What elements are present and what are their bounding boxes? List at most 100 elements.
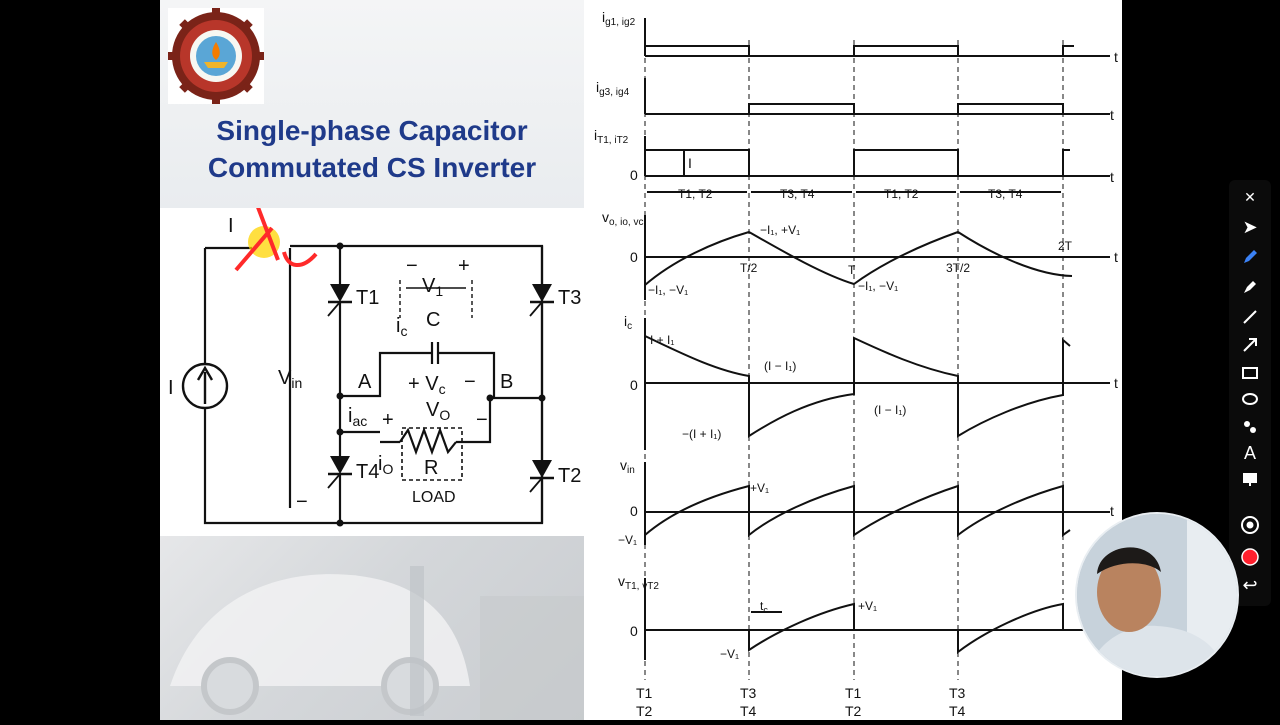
ic-label: ic [396,315,407,339]
presenter-video-icon [1077,514,1237,676]
t-axis-label-3: t [1110,169,1114,185]
i-minus-i1-label-b: (I − I₁) [874,403,906,417]
plus-label: + [382,409,394,431]
trough-label-b: −I₁, −V₁ [858,279,898,293]
rectangle-icon[interactable] [1229,360,1271,386]
circuit-svg: I I Vin − T1 T3 T4 T2 − + V1 ic C + Vc −… [168,201,581,527]
whiteboard-icon[interactable] [1229,466,1271,492]
io-label: iO [378,453,393,477]
vo-label: vo, io, vc [602,209,643,228]
waveform-panel: ig1, ig2 t ig3, ig4 t iT1, iT2 I 0 t T1,… [584,0,1122,720]
peak-label: −I₁, +V₁ [760,223,800,237]
segment-t1t2-b: T1, T2 [884,187,919,201]
bottom-label-6: T2 [845,703,862,719]
i-minus-i1-label-a: (I − I₁) [764,359,796,373]
vin-label: vin [620,457,635,476]
ig34-label: ig3, ig4 [596,79,630,98]
bottom-label-7: T3 [949,685,966,701]
node-b-label: B [500,371,513,393]
annotation-toolbar: ✕ ➤ A ↩ [1229,180,1271,606]
select-arrow-icon[interactable]: ➤ [1242,216,1258,237]
zero-label-1: 0 [630,167,638,183]
it12-label: iT1, iT2 [594,127,629,146]
plus-v1-label: +V₁ [750,481,769,495]
bottom-label-1: T1 [636,685,653,701]
bottom-label-8: T4 [949,703,966,719]
zero-label-5: 0 [630,623,638,639]
plus-v1-label-b: +V₁ [858,599,877,613]
circuit-diagram: I I Vin − T1 T3 T4 T2 − + V1 ic C + Vc −… [160,201,584,536]
close-icon[interactable]: ✕ [1244,188,1256,205]
t-3half-label: 3T/2 [946,261,970,275]
ic-label: ic [624,313,632,332]
vin-label: Vin [278,367,302,391]
t-2-label: 2T [1058,239,1073,253]
bottom-label-4: T4 [740,703,757,719]
t-axis-label-1: t [1114,49,1118,65]
t-axis-label-2: t [1110,107,1114,123]
vc-minus-label: − [464,371,476,393]
red-cross-annotation [234,201,280,272]
tc-label: tc [760,599,768,615]
minus-label: − [296,491,308,513]
webcam-overlay [1075,512,1239,678]
record-icon[interactable] [1229,512,1271,538]
t-axis-label-5: t [1114,375,1118,391]
bottom-label-2: T2 [636,703,653,719]
slide-title-line2: Commutated CS Inverter [207,152,537,183]
segment-t1t2-a: T1, T2 [678,187,713,201]
i-label: I [688,155,692,171]
slide-panel: Single-phase Capacitor Commutated CS Inv… [160,0,584,720]
t4-label: T4 [356,461,379,483]
arrow-icon[interactable] [1229,332,1271,358]
line-icon[interactable] [1229,304,1271,330]
segment-t3t4-a: T3, T4 [780,187,815,201]
t-axis-label-6: t [1110,503,1114,519]
vo-label: VO [426,399,450,423]
vc-label: + Vc [408,373,446,397]
ellipse-icon[interactable] [1229,386,1271,412]
highlighter-icon[interactable] [1229,274,1271,300]
zero-label-4: 0 [630,503,638,519]
ig12-label: ig1, ig2 [602,9,636,28]
t-half-label: T/2 [740,261,758,275]
node-a-label: A [358,371,372,393]
v1-label: V1 [422,275,443,299]
highlighter-mark [248,226,280,258]
t1-label: T1 [356,287,379,309]
neg-i-plus-i1-label: −(I + I₁) [682,427,721,441]
source-current-label: I [228,215,234,237]
v1-plus-label: + [458,255,470,277]
trough-label-a: −I₁, −V₁ [648,283,688,297]
slide-title-line1: Single-phase Capacitor [216,115,528,146]
resistor-label: R [424,457,438,479]
minus-v1-label: −V₁ [618,533,637,547]
t-full-label: T [848,263,856,277]
bottom-label-5: T1 [845,685,862,701]
text-icon[interactable]: A [1243,442,1256,463]
t2-label: T2 [558,465,581,487]
red-dot-icon[interactable] [1229,544,1271,570]
capacitor-label: C [426,309,440,331]
vt-label: vT1, vT2 [618,573,659,592]
bottom-label-3: T3 [740,685,757,701]
university-seal-icon [168,8,264,104]
pen-icon[interactable] [1229,244,1271,270]
faded-car-illustration [170,566,584,720]
minus-v1-label-b: −V₁ [720,647,739,661]
source-label: I [168,377,174,399]
slide-background-bottom [160,536,584,720]
stamp-icon[interactable] [1229,414,1271,440]
zero-label-3: 0 [630,377,638,393]
minus2-label: − [476,409,488,431]
t-axis-label-4: t [1114,249,1118,265]
load-label: LOAD [412,489,456,506]
slide-title: Single-phase Capacitor Commutated CS Inv… [170,112,574,186]
red-arc-annotation [282,251,318,267]
university-logo [168,8,264,104]
t3-label: T3 [558,287,581,309]
segment-t3t4-b: T3, T4 [988,187,1023,201]
zero-label-2: 0 [630,249,638,265]
v1-minus-label: − [406,255,418,277]
undo-icon[interactable]: ↩ [1242,574,1258,595]
